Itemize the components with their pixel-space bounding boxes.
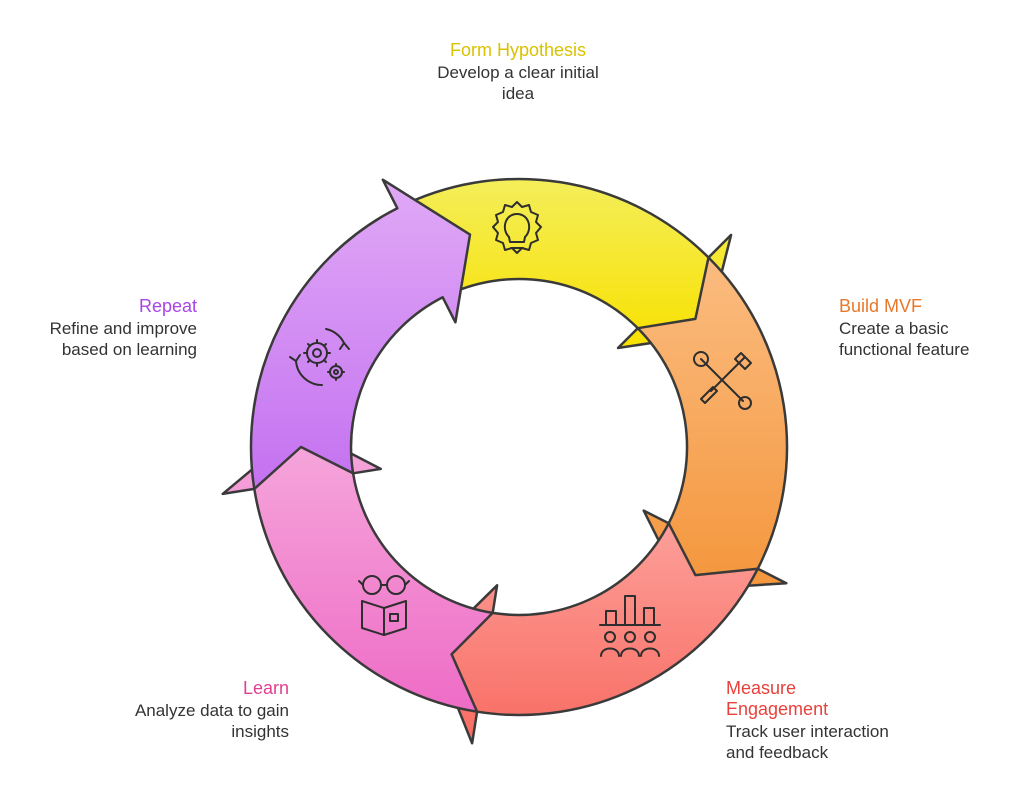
bar-chart-audience-icon xyxy=(599,595,661,657)
step-title: Form Hypothesis xyxy=(449,40,587,60)
step-title: Build MVF xyxy=(839,296,923,316)
step-description: Track user interaction and feedback xyxy=(726,722,889,762)
arrow-repeat xyxy=(249,178,472,491)
step-description: Refine and improve based on learning xyxy=(49,319,197,359)
lightbulb-gear-icon xyxy=(492,201,542,254)
arrow-form-hypothesis xyxy=(396,177,733,350)
glasses-book-icon xyxy=(358,575,410,636)
arrow-measure-engagement xyxy=(432,522,760,745)
step-learn: Learn Analyze data to gain insights xyxy=(110,678,289,742)
step-title: Repeat xyxy=(138,296,197,316)
step-build-mvf: Build MVF Create a basic functional feat… xyxy=(839,296,999,360)
step-measure-engagement: Measure Engagement Track user interactio… xyxy=(726,678,916,763)
step-repeat: Repeat Refine and improve based on learn… xyxy=(30,296,197,360)
step-title: Learn xyxy=(242,678,289,698)
wrench-screwdriver-icon xyxy=(693,351,752,410)
step-form-hypothesis: Form Hypothesis Develop a clear initial … xyxy=(418,40,618,104)
step-description: Create a basic functional feature xyxy=(839,319,970,359)
gears-cycle-icon xyxy=(289,328,350,387)
step-title: Measure Engagement xyxy=(726,678,829,719)
arrow-build-mvf xyxy=(636,256,789,592)
step-description: Analyze data to gain insights xyxy=(134,701,289,741)
step-description: Develop a clear initial idea xyxy=(437,63,599,103)
arrow-learn xyxy=(221,426,494,713)
